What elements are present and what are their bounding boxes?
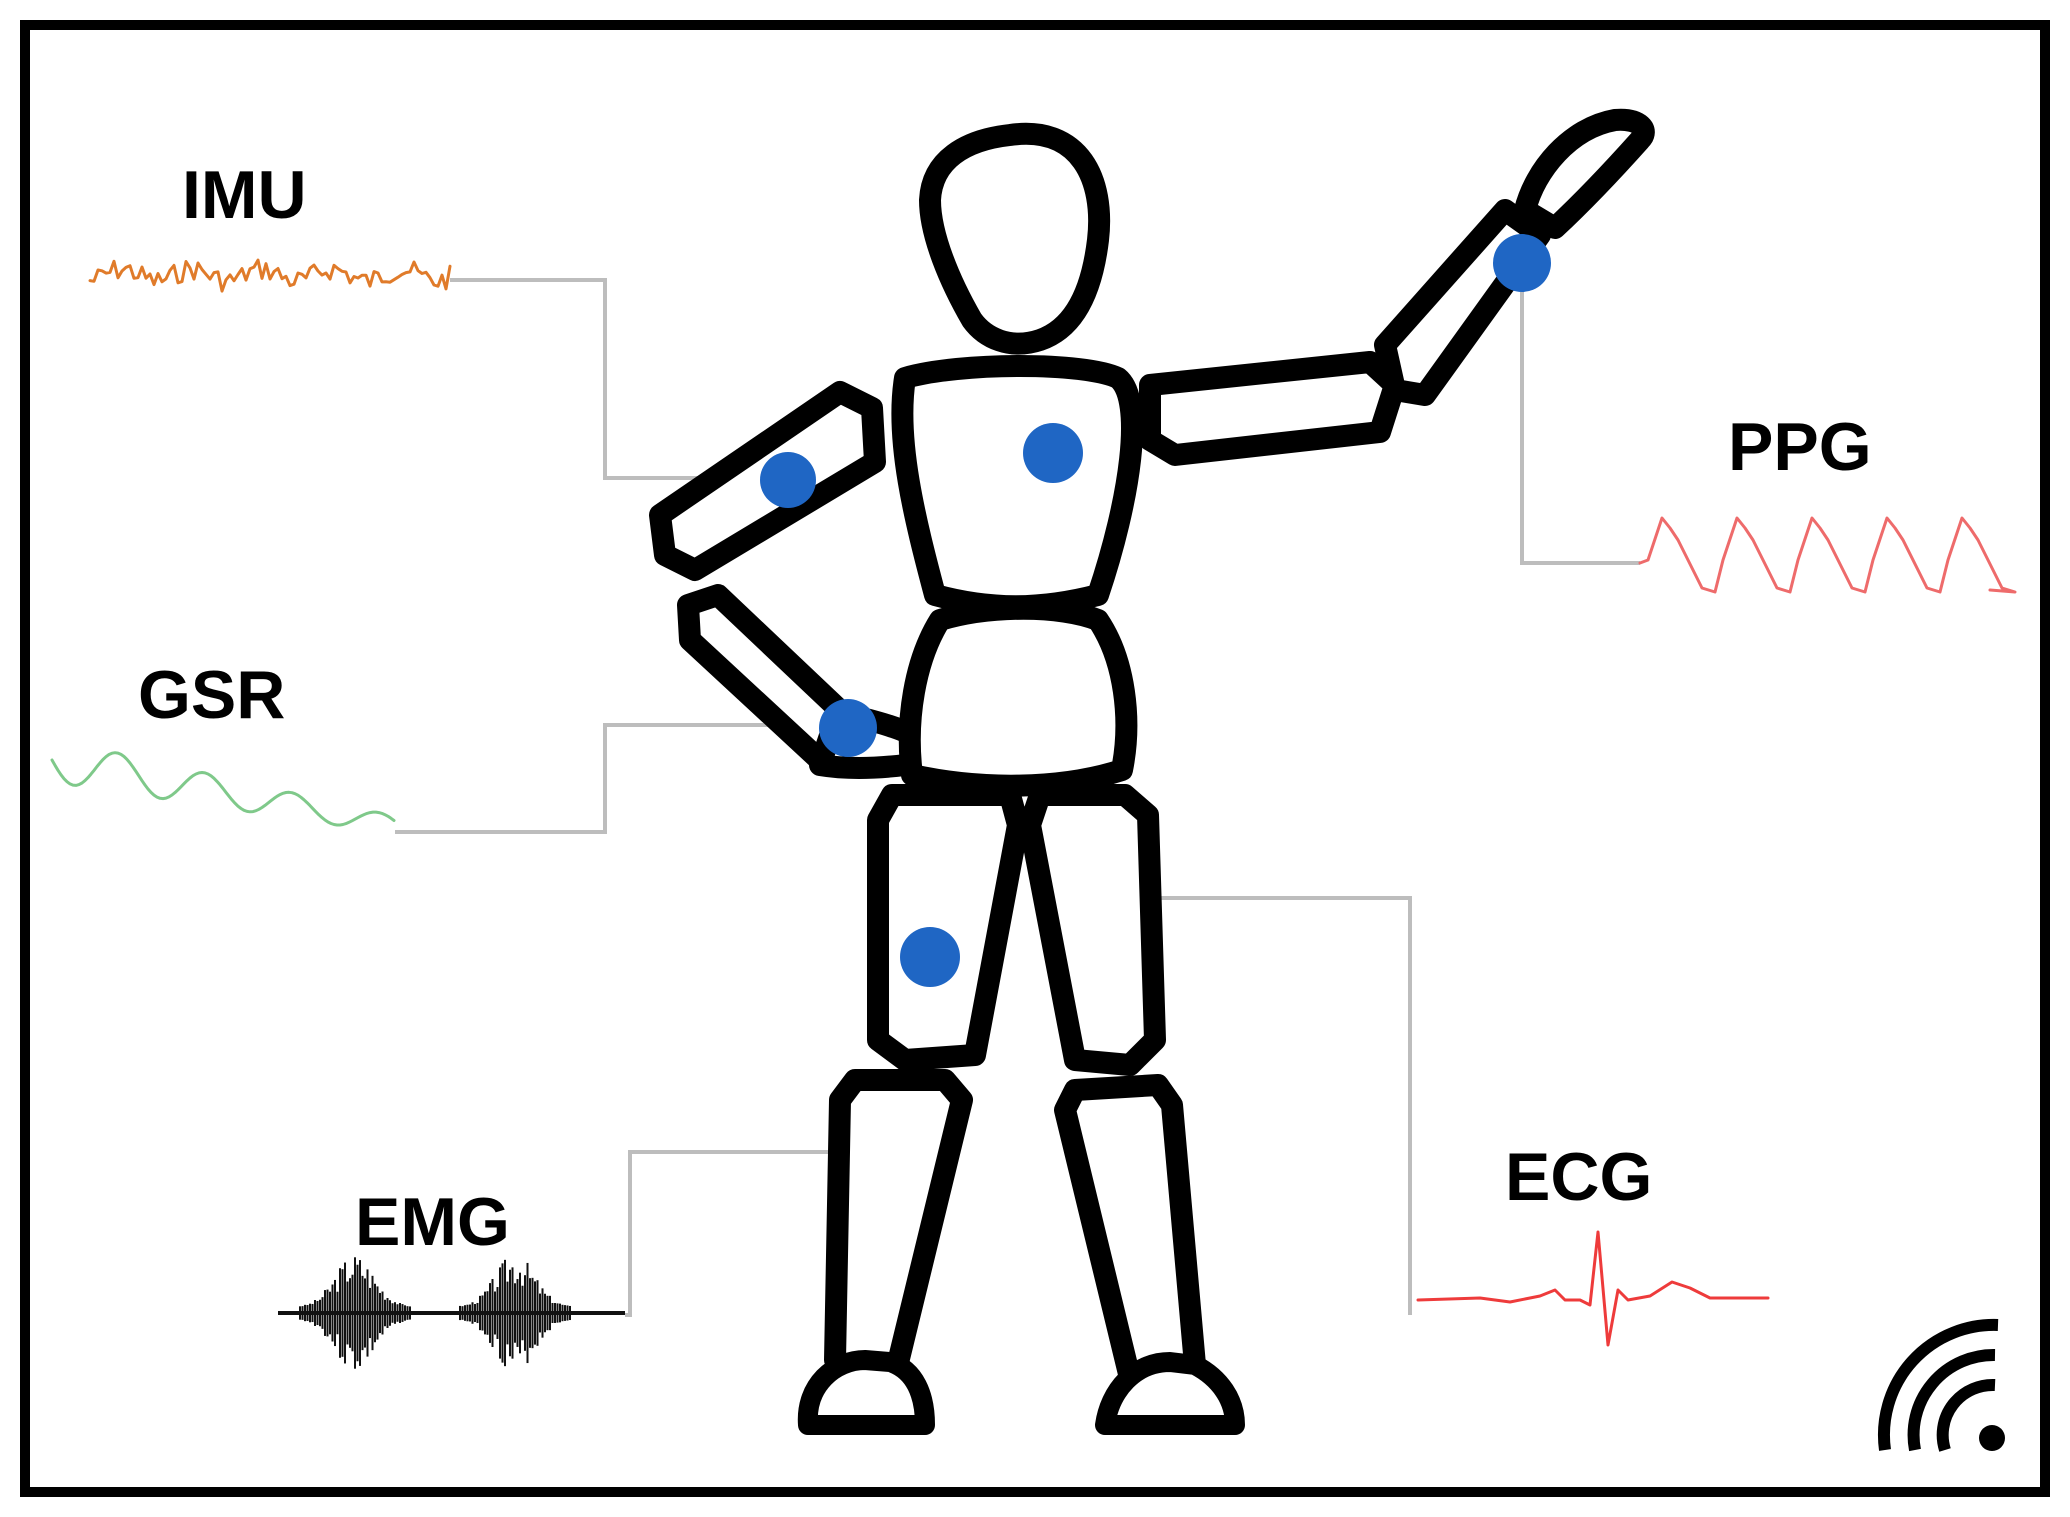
ecg-label: ECG: [1505, 1139, 1652, 1215]
sensor-dot-gsr: [819, 699, 877, 757]
emg-signal-trace: [278, 1257, 625, 1369]
upper-arm-raised: [1139, 351, 1406, 466]
gsr-label: GSR: [138, 657, 285, 733]
ecg-signal-trace: [1416, 1230, 1770, 1347]
ppg-signal-trace: [1638, 516, 2017, 594]
sensor-dot-emg: [900, 927, 960, 987]
wireless-signal-icon: [1877, 1318, 2005, 1452]
hand-raised: [1514, 108, 1655, 239]
foot-left: [797, 1350, 935, 1435]
imu-signal-trace: [88, 258, 452, 293]
pelvis: [898, 597, 1138, 797]
shin-left: [824, 1069, 973, 1391]
sensor-dot-ecg: [1023, 423, 1083, 483]
gsr-leader-line: [395, 723, 850, 834]
foot-right: [1095, 1352, 1245, 1435]
chest: [891, 355, 1143, 618]
sensor-dot-imu: [760, 452, 816, 508]
gsr-signal-trace: [50, 751, 396, 827]
thigh-left: [867, 784, 1029, 1071]
imu-label: IMU: [182, 157, 307, 233]
thigh-right: [1019, 784, 1166, 1076]
ppg-leader-line: [1520, 265, 1640, 565]
signal-traces: [50, 258, 2017, 1369]
shin-right: [1054, 1074, 1206, 1391]
mannequin-figure: [649, 108, 1655, 1435]
emg-label: EMG: [355, 1184, 510, 1260]
sensor-dots: [760, 234, 1551, 987]
head: [919, 122, 1111, 355]
ppg-label: PPG: [1728, 409, 1872, 485]
sensor-dot-ppg: [1493, 234, 1551, 292]
sensor-labels: IMU GSR EMG PPG ECG: [138, 157, 1872, 1260]
